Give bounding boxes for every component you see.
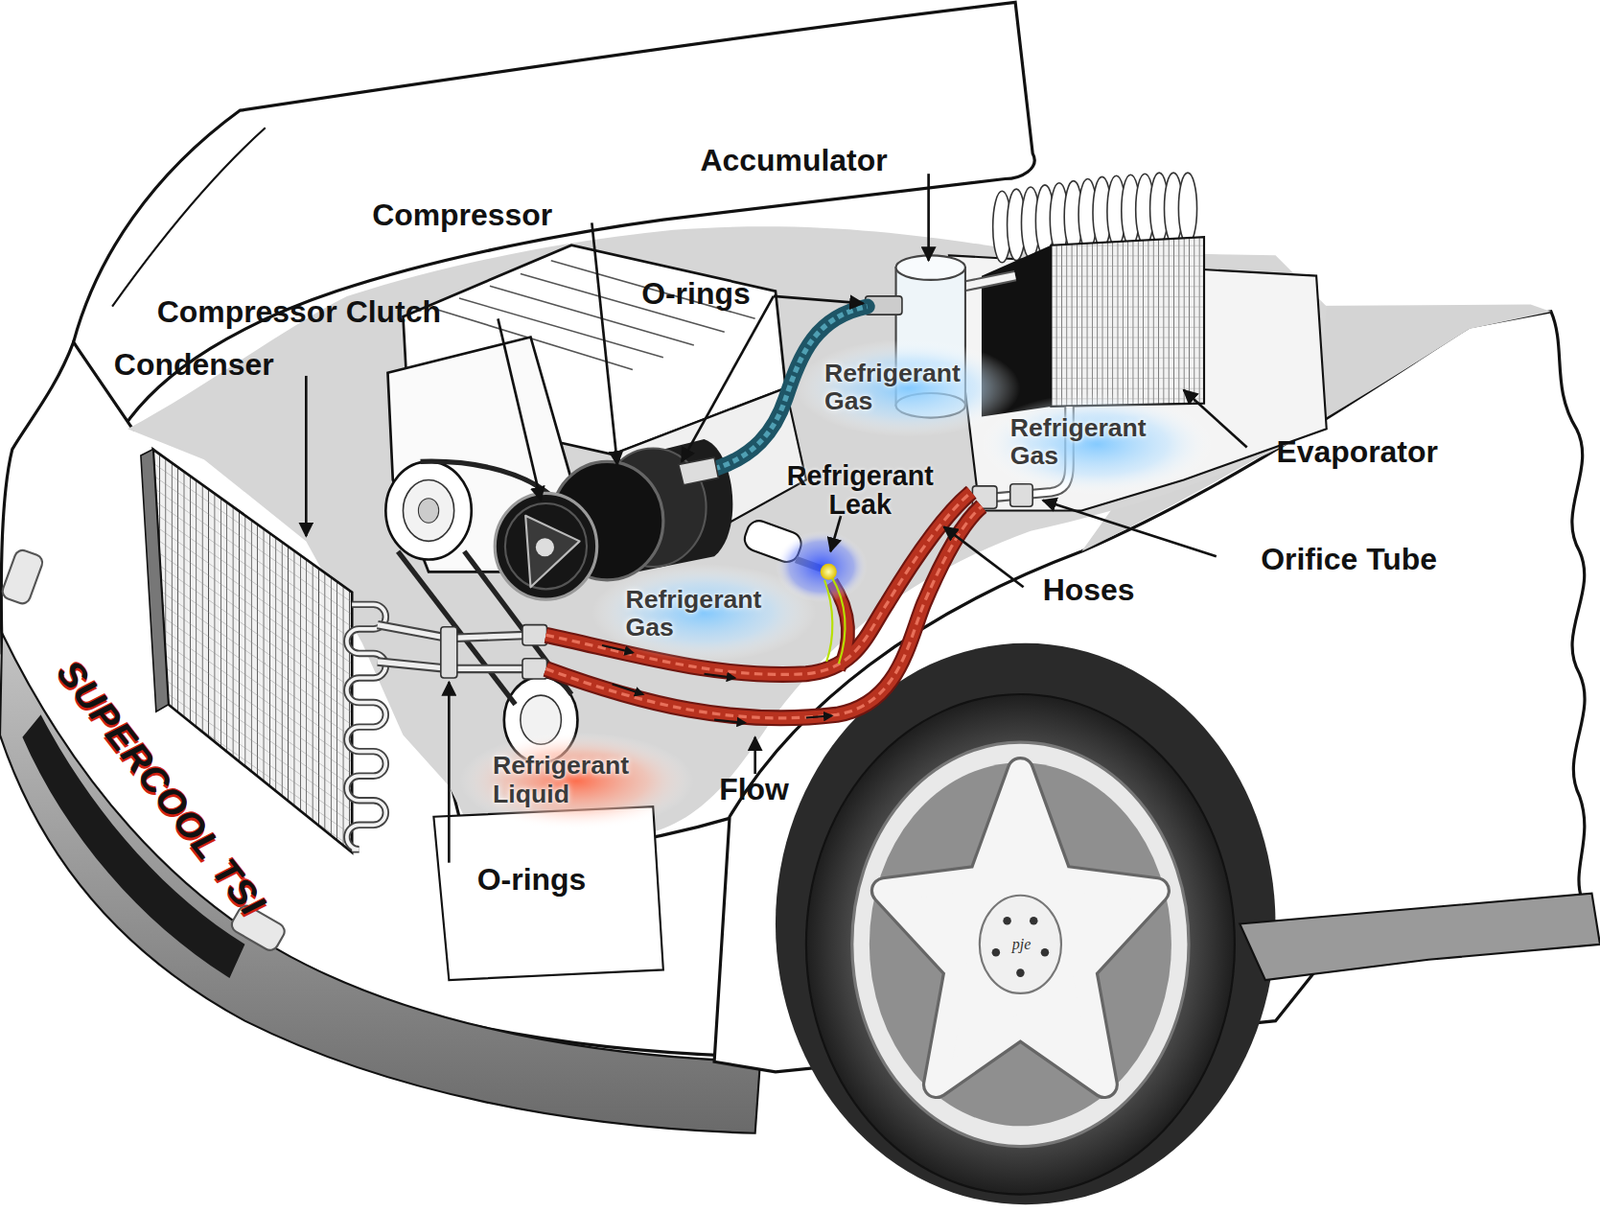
leader-line <box>1183 390 1248 448</box>
refrigerant-glow <box>775 531 868 603</box>
condenser <box>440 626 458 678</box>
wheel <box>1041 948 1050 957</box>
red-hose <box>545 506 982 719</box>
part-label: O-rings <box>477 864 587 896</box>
engine-bay <box>127 226 1327 980</box>
leader-line <box>497 318 541 500</box>
orifice-tube <box>1010 484 1033 507</box>
condenser <box>522 625 548 646</box>
evaporator <box>1178 172 1197 245</box>
pulley-belt <box>402 480 454 542</box>
condenser <box>347 603 386 849</box>
flow-arrow <box>806 715 833 718</box>
leader-line <box>591 222 618 464</box>
refrigerant-state-label: Refrigerant Gas <box>1010 414 1164 471</box>
flow-arrow <box>703 673 735 678</box>
car-body <box>112 127 266 306</box>
leader-line <box>830 515 841 552</box>
engine-bay <box>433 806 663 980</box>
red-hose <box>545 491 982 719</box>
leader-line <box>447 681 451 862</box>
leader-line <box>1043 500 1217 557</box>
part-label: Evaporator <box>1275 437 1438 468</box>
part-label: Condenser <box>114 349 275 381</box>
part-label: Compressor <box>371 200 553 232</box>
fender <box>775 643 1276 1205</box>
hub-logo: pje <box>1012 936 1032 952</box>
red-hose <box>545 506 982 719</box>
refrigerant-glow <box>979 393 1215 495</box>
leader-line <box>681 296 774 462</box>
compressor <box>525 515 580 588</box>
evaporator <box>1050 236 1205 407</box>
wheel <box>979 895 1062 994</box>
part-label: O-rings <box>641 278 751 310</box>
wheel <box>1002 916 1012 926</box>
refrigerant-state-label: Refrigerant Liquid <box>492 751 647 809</box>
blue-hose <box>678 457 719 486</box>
wheel <box>806 694 1235 1195</box>
wheel <box>806 694 1235 1195</box>
part-label: Hoses <box>1043 575 1136 606</box>
leader-line <box>753 737 757 774</box>
part-label: Orifice Tube <box>1260 544 1438 576</box>
refrigerant-glow <box>820 563 837 580</box>
accumulator <box>965 276 1016 287</box>
compressor <box>535 537 555 557</box>
car-body <box>0 548 45 606</box>
wheel <box>884 770 1157 1085</box>
leader-line <box>944 526 1024 587</box>
pulley-belt <box>385 461 471 559</box>
compressor <box>494 492 597 600</box>
compressor <box>505 503 587 589</box>
leader-line <box>305 173 1247 862</box>
refrigerant-state-label: Refrigerant Gas <box>625 585 779 643</box>
wheel <box>1016 968 1025 977</box>
wheel <box>852 742 1189 1147</box>
part-label: Compressor Clutch <box>157 297 441 328</box>
condenser <box>522 658 548 679</box>
leader-line <box>304 375 308 536</box>
flow-arrow <box>714 719 745 723</box>
part-label: Refrigerant Leak <box>770 461 950 519</box>
leader-line <box>927 173 930 260</box>
refrigerant-glow <box>459 339 1215 831</box>
leader-caption: Flow <box>718 774 789 806</box>
condenser <box>140 449 169 713</box>
condenser <box>347 603 386 849</box>
red-hose <box>545 506 982 719</box>
pulley-belt <box>417 498 439 524</box>
fender <box>1239 893 1600 980</box>
wheel <box>992 948 1001 957</box>
refrigerant-state-label: Refrigerant Gas <box>824 359 978 417</box>
wheel <box>869 762 1172 1126</box>
refrigerant-glow <box>824 577 845 664</box>
wheel <box>1029 916 1039 926</box>
refrigerant-glow <box>795 339 1021 438</box>
accumulator <box>896 255 966 280</box>
refrigerant-glow <box>459 731 695 830</box>
wheel <box>884 770 1157 1085</box>
flow-arrow <box>612 683 644 695</box>
leader-line <box>773 296 864 303</box>
part-label: Accumulator <box>700 145 888 177</box>
accumulator <box>965 276 1016 287</box>
